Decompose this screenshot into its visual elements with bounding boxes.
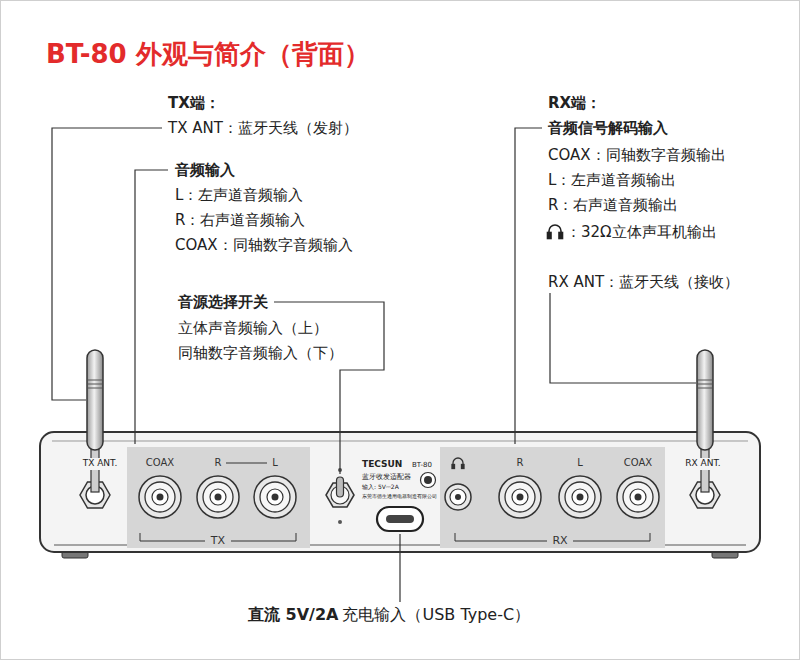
- jack-pin: [635, 494, 642, 501]
- jack-ring: [254, 476, 296, 518]
- jack-ring: [565, 482, 595, 512]
- jack-ring: [499, 476, 541, 518]
- jack-ring: [505, 482, 535, 512]
- usb-c-port: [386, 515, 414, 523]
- section-heading: 音频输入: [175, 161, 235, 180]
- jack-ring: [152, 489, 168, 505]
- callout-text: R：右声道音频输出: [548, 196, 678, 215]
- callout-text: COAX：同轴数字音频输入: [175, 236, 353, 255]
- rx-panel-ground: [440, 447, 665, 548]
- port-label: RX: [550, 534, 569, 548]
- jack-pin: [215, 494, 222, 501]
- jack-ring: [210, 489, 226, 505]
- panel-bracket: [140, 463, 650, 541]
- callout-text: ：32Ω立体声耳机输出: [566, 223, 717, 242]
- port-label: TX: [209, 534, 227, 548]
- callout-text: 充电输入（USB Type-C）: [342, 605, 530, 625]
- callout-text: L：左声道音频输入: [175, 186, 303, 205]
- rca-jack: [139, 476, 181, 518]
- section-heading: 音频信号解码输入: [548, 119, 668, 138]
- jack-pin: [517, 494, 524, 501]
- jack-ring: [203, 482, 233, 512]
- port-label: R: [213, 457, 224, 470]
- port-label: COAX: [622, 457, 654, 470]
- jack-pin: [157, 494, 164, 501]
- logo-mark: [421, 473, 436, 488]
- section-heading: TX端：: [168, 94, 220, 113]
- port-label: TX ANT.: [82, 458, 119, 469]
- callout-text: 同轴数字音频输入（下）: [178, 344, 343, 363]
- rx-antenna: [690, 350, 720, 508]
- page-title: BT-80 外观与简介（背面）: [46, 38, 370, 71]
- model-name: BT-80: [412, 461, 432, 470]
- callout-text: R：右声道音频输入: [175, 211, 305, 230]
- callout-text: 立体声音频输入（上）: [178, 319, 328, 338]
- jack-ring: [139, 476, 181, 518]
- leader-line: [52, 128, 696, 602]
- section-heading: RX端：: [548, 94, 601, 113]
- headphone-icon: [548, 225, 563, 239]
- logo-mark: [424, 476, 432, 484]
- jack-ring: [512, 489, 528, 505]
- rca-jack: [197, 476, 239, 518]
- port-label: L: [575, 457, 585, 470]
- headphone-jack: [445, 484, 471, 510]
- jack-ring: [197, 476, 239, 518]
- usb-c-port: [377, 507, 423, 531]
- jack-ring: [617, 476, 659, 518]
- jack-ring: [145, 482, 175, 512]
- rca-jack: [254, 476, 296, 518]
- jack-ring: [260, 482, 290, 512]
- callout-text: COAX：同轴数字音频输出: [548, 146, 726, 165]
- port-label: COAX: [144, 457, 176, 470]
- jack-pin: [272, 494, 279, 501]
- jack-ring: [630, 489, 646, 505]
- rca-jack: [499, 476, 541, 518]
- tx-panel-ground: [127, 447, 310, 548]
- product-name: 蓝牙收发适配器: [362, 473, 411, 482]
- jack-pin: [577, 494, 584, 501]
- jack-ring: [572, 489, 588, 505]
- rating-text: 输入: 5V⎓2A: [362, 483, 399, 491]
- section-heading: 音源选择开关: [178, 293, 268, 312]
- callout-text: 直流 5V/2A: [248, 605, 338, 625]
- port-label: R: [515, 457, 526, 470]
- tx-antenna: [80, 350, 110, 508]
- brand-name: TECSUN: [362, 459, 402, 470]
- jack-ring: [267, 489, 283, 505]
- port-label: L: [270, 457, 280, 470]
- body-edge: [52, 441, 748, 442]
- maker-name: 东莞市德生通用电器制造有限公司: [362, 493, 437, 499]
- headphone-icon: [452, 458, 464, 469]
- callout-text: RX ANT：蓝牙天线（接收）: [548, 273, 739, 292]
- rca-jack: [559, 476, 601, 518]
- jack-ring: [623, 482, 653, 512]
- port-label: RX ANT.: [684, 458, 721, 469]
- rca-jack: [617, 476, 659, 518]
- jack-ring: [559, 476, 601, 518]
- port-panel: COAX R L TX: [127, 447, 310, 548]
- callout-text: L：左声道音频输出: [548, 171, 676, 190]
- selector-switch: [326, 468, 354, 524]
- port-panel: R L COAX RX: [440, 447, 665, 548]
- callout-text: TX ANT：蓝牙天线（发射）: [168, 119, 358, 138]
